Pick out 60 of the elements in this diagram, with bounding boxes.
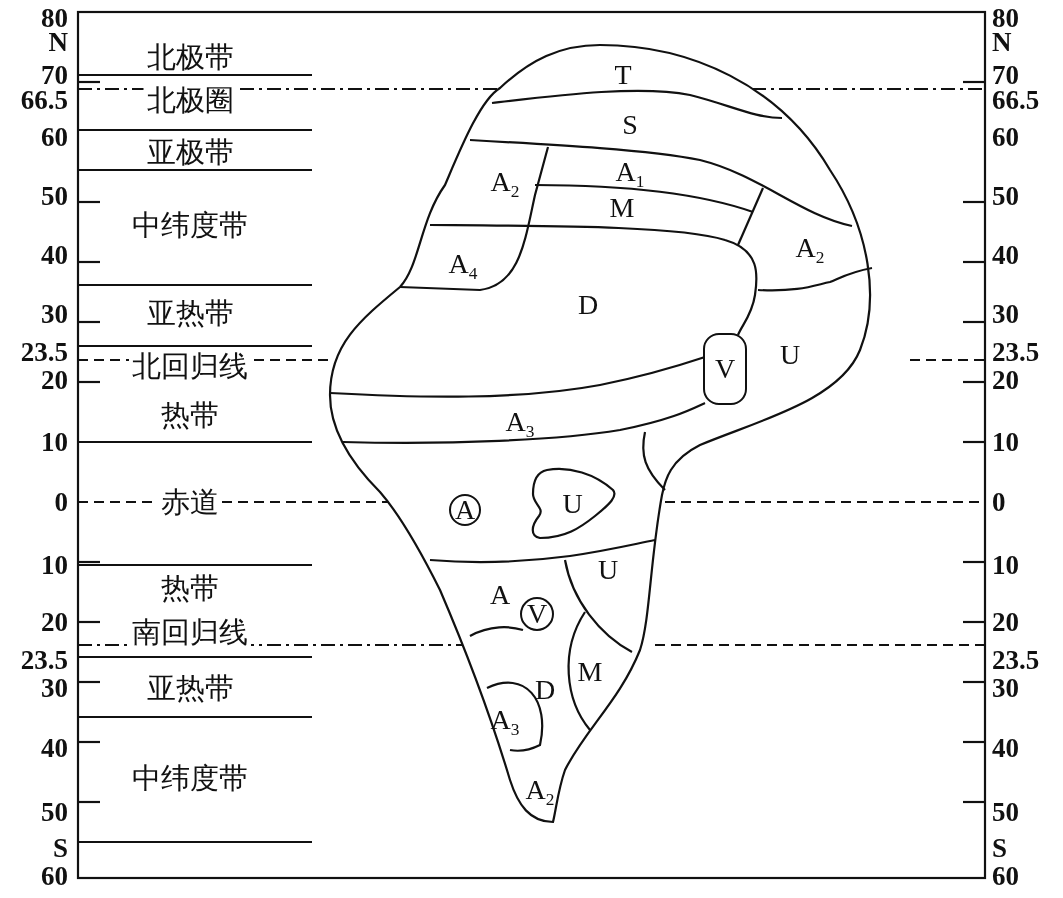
latitude-label: 50 xyxy=(41,798,68,826)
region-letter: A xyxy=(454,496,476,524)
latitude-label: 66.5 xyxy=(992,86,1040,114)
latitude-label: 70 xyxy=(992,61,1019,89)
region-letter: A xyxy=(489,581,511,609)
latitude-label: 60 xyxy=(41,123,68,151)
latitude-label: 40 xyxy=(992,241,1019,269)
region-letter: U xyxy=(779,341,801,369)
region-letter: U xyxy=(597,556,619,584)
zone-label: 北回归线 xyxy=(129,351,251,381)
latitude-label: S xyxy=(992,834,1008,862)
latitude-label: 20 xyxy=(41,608,68,636)
latitude-label: 23.5 xyxy=(20,338,68,366)
latitude-label: 10 xyxy=(992,551,1019,579)
latitude-label: 40 xyxy=(41,734,68,762)
zone-label: 南回归线 xyxy=(129,617,251,647)
latitude-label: 60 xyxy=(992,123,1019,151)
latitude-label: 10 xyxy=(41,551,68,579)
region-letter: A$_{2}$ xyxy=(525,776,555,804)
latitude-label: 23.5 xyxy=(992,646,1040,674)
region-letter: S xyxy=(622,111,638,139)
region-letter: T xyxy=(614,61,632,89)
latitude-label: 60 xyxy=(41,862,68,890)
region-letter: U xyxy=(562,490,583,518)
region-letter: M xyxy=(577,658,603,686)
latitude-label: 10 xyxy=(41,428,68,456)
latitude-label: S xyxy=(52,834,68,862)
region-letter: A$_{2}$ xyxy=(490,168,520,196)
region-letter: D xyxy=(534,676,556,704)
region-letter: V xyxy=(526,600,548,628)
latitude-label: 23.5 xyxy=(992,338,1040,366)
latitude-label: 30 xyxy=(992,300,1019,328)
latitude-label: 0 xyxy=(992,488,1006,516)
zone-label: 北极圈 xyxy=(143,85,237,115)
latitude-label: 20 xyxy=(992,366,1019,394)
latitude-label: 50 xyxy=(992,182,1019,210)
latitude-label: 60 xyxy=(992,862,1019,890)
latitude-label: 30 xyxy=(992,674,1019,702)
latitude-label: 10 xyxy=(992,428,1019,456)
region-letter: A$_{3}$ xyxy=(505,408,535,436)
region-letter: A$_{1}$ xyxy=(615,158,645,186)
region-letter: V xyxy=(714,355,736,383)
latitude-label: 30 xyxy=(41,300,68,328)
latitude-label: 0 xyxy=(54,488,68,516)
latitude-label: 20 xyxy=(41,366,68,394)
latitude-label: 40 xyxy=(992,734,1019,762)
enclosed-region xyxy=(703,333,747,405)
latitude-label: 70 xyxy=(41,61,68,89)
region-letter: M xyxy=(609,194,635,222)
region-letter: A$_{4}$ xyxy=(448,250,478,278)
latitude-label: 50 xyxy=(41,182,68,210)
latitude-label: 40 xyxy=(41,241,68,269)
latitude-label: 30 xyxy=(41,674,68,702)
region-letter: A$_{3}$ xyxy=(490,706,520,734)
latitude-label: 50 xyxy=(992,798,1019,826)
region-letter: A$_{2}$ xyxy=(795,234,825,262)
latitude-label: 23.5 xyxy=(20,646,68,674)
latitude-label: 66.5 xyxy=(20,86,68,114)
latitude-label: 20 xyxy=(992,608,1019,636)
region-letter: D xyxy=(577,291,599,319)
